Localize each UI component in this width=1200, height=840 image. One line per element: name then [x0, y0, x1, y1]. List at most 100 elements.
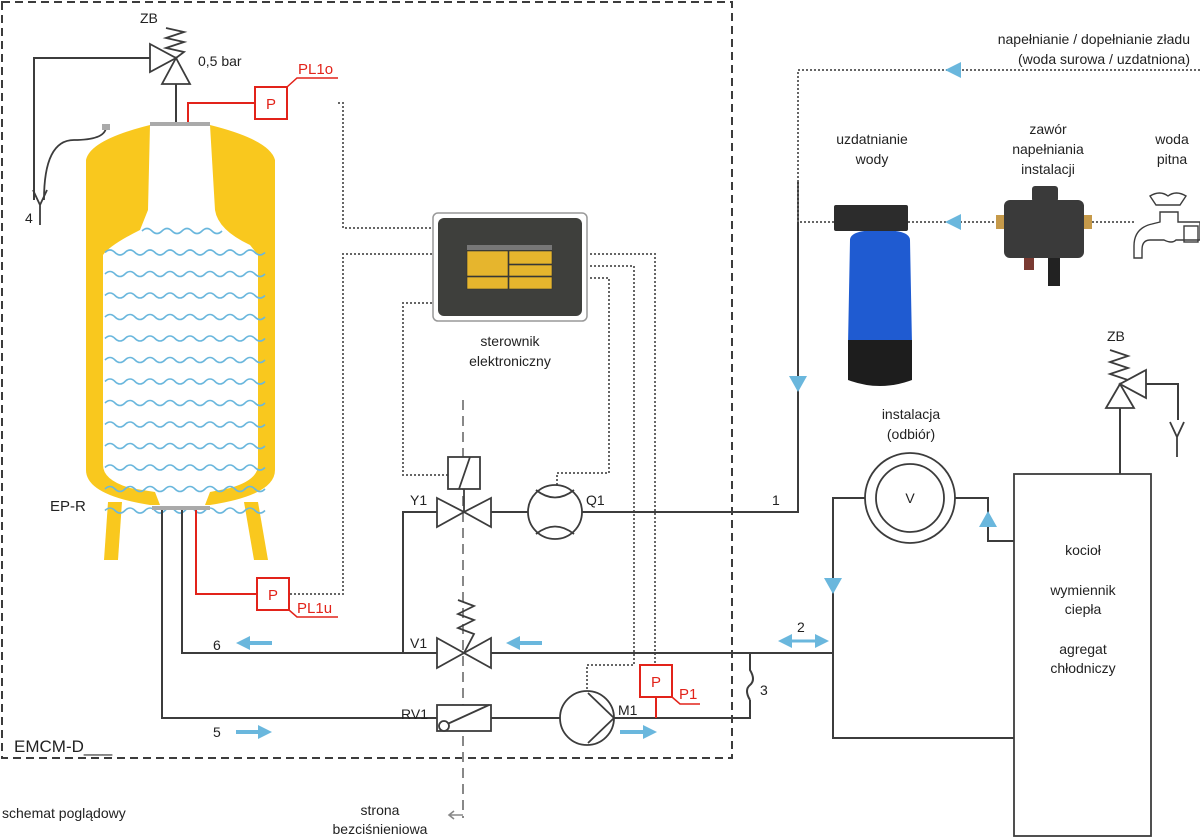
water-wave	[104, 485, 266, 493]
potable-water-label-2: pitna	[1157, 151, 1188, 167]
water-wave	[104, 356, 266, 364]
water-treatment-label-2: wody	[855, 151, 889, 167]
overflow-valve-v1: V1	[410, 599, 492, 670]
line-6-label: 6	[213, 637, 221, 653]
fill-line	[797, 69, 1200, 223]
top-flange	[150, 122, 210, 126]
water-wave	[104, 270, 266, 278]
pipe-1	[582, 182, 799, 513]
water-wave	[104, 249, 266, 256]
pipe-6	[181, 510, 440, 654]
water-tap-icon	[1133, 192, 1200, 259]
water-treatment-label-1: uzdatnianie	[836, 131, 908, 147]
svg-text:Q1: Q1	[586, 492, 605, 508]
flow-arrow-icon	[258, 725, 272, 739]
signal-pl1u	[289, 253, 432, 595]
water-wave	[104, 378, 266, 385]
fill-line-label-2: (woda surowa / uzdatniona)	[1018, 51, 1190, 67]
fill-valve-label-1: zawór	[1029, 121, 1067, 137]
sensor-pl1o: P PL1o	[187, 61, 338, 122]
signal-q1	[556, 277, 610, 485]
safety-valve-right: ZB	[1104, 328, 1185, 474]
svg-text:Y1: Y1	[410, 492, 427, 508]
spring-icon	[162, 27, 188, 59]
potable-water-label-1: woda	[1154, 131, 1189, 147]
check-valve-rv1: RV1	[401, 704, 492, 732]
svg-text:ciepła: ciepła	[1065, 601, 1102, 617]
flow-arrow-icon	[236, 636, 250, 650]
svg-text:P: P	[651, 674, 661, 691]
sensor-p1: P P1	[639, 664, 700, 718]
water-softener-image	[834, 205, 912, 386]
signal-m1	[586, 265, 635, 691]
pl1u-label: PL1u	[297, 600, 332, 617]
water-waves	[104, 227, 266, 514]
svg-text:V1: V1	[410, 635, 427, 651]
svg-text:P: P	[266, 96, 276, 113]
flow-arrow-icon	[824, 578, 842, 594]
vessel-label: EP-R	[50, 498, 86, 515]
flow-arrow-icon	[789, 376, 807, 392]
unpressurized-label-1: strona	[361, 802, 400, 818]
boiler-box: kocioł wymiennik ciepła agregat chłodnic…	[1013, 473, 1152, 837]
controller-label-1: sterownik	[480, 333, 540, 349]
electronic-controller: sterownik elektroniczny	[432, 212, 588, 369]
water-wave	[104, 399, 266, 407]
installation-label-2: (odbiór)	[887, 426, 935, 442]
line-2-label: 2	[797, 619, 805, 635]
water-wave	[104, 292, 266, 299]
fill-line-label-1: napełnianie / dopełnianie zładu	[998, 31, 1190, 47]
safety-valve-top-pressure: 0,5 bar	[198, 53, 242, 69]
controller-label-2: elektroniczny	[469, 353, 551, 369]
pl1o-label: PL1o	[298, 61, 333, 78]
module-label: EMCM-D___	[14, 737, 113, 756]
installation-label-1: instalacja	[882, 406, 941, 422]
water-wave	[141, 227, 223, 235]
svg-text:ZB: ZB	[1107, 328, 1125, 344]
water-wave	[104, 507, 266, 514]
drain-label: 4	[25, 210, 33, 226]
solenoid-valve-y1: Y1	[410, 456, 492, 529]
water-wave	[104, 464, 266, 471]
line-1-label: 1	[772, 492, 780, 508]
water-wave	[104, 313, 266, 321]
unpressurized-label-2: bezciśnieniowa	[333, 821, 428, 837]
water-wave	[104, 421, 266, 428]
pump-m1: M1	[559, 690, 638, 746]
vessel-leg-right	[244, 502, 268, 560]
water-wave	[104, 335, 266, 342]
svg-text:kocioł: kocioł	[1065, 542, 1102, 558]
safety-valve-top-label: ZB	[140, 10, 158, 26]
drain-funnel-icon	[32, 189, 48, 225]
line-3-label: 3	[760, 682, 768, 698]
safety-valve-top: ZB 0,5 bar 4	[25, 10, 242, 226]
flow-arrow-icon	[979, 511, 997, 527]
flow-arrow-icon	[945, 62, 961, 78]
svg-text:chłodniczy: chłodniczy	[1050, 660, 1115, 676]
fill-valve-image	[996, 186, 1092, 286]
bidirectional-arrow-icon	[778, 634, 829, 648]
expansion-vessel: EP-R	[50, 122, 275, 560]
installation-consumer: V	[864, 452, 956, 544]
sensor-pl1u: P PL1u	[195, 510, 338, 618]
caption: schemat poglądowy	[2, 805, 126, 821]
svg-text:agregat: agregat	[1059, 641, 1107, 657]
fill-valve-label-3: instalacji	[1021, 161, 1075, 177]
signal-pl1o	[338, 102, 432, 229]
svg-text:V: V	[905, 490, 915, 506]
signal-p1	[590, 253, 656, 667]
drain-hose	[43, 127, 107, 201]
svg-text:wymiennik: wymiennik	[1049, 582, 1116, 598]
flow-arrow-icon	[945, 214, 961, 230]
pipe-5	[161, 510, 440, 719]
p1-label: P1	[679, 686, 697, 703]
bottom-flange	[152, 506, 210, 510]
svg-text:RV1: RV1	[401, 706, 428, 722]
line-5-label: 5	[213, 724, 221, 740]
unpressurized-arrow-icon	[447, 810, 463, 820]
water-wave	[104, 442, 266, 450]
flow-arrow-icon	[506, 636, 520, 650]
module-boundary	[1, 1, 733, 759]
svg-text:P: P	[268, 587, 278, 604]
